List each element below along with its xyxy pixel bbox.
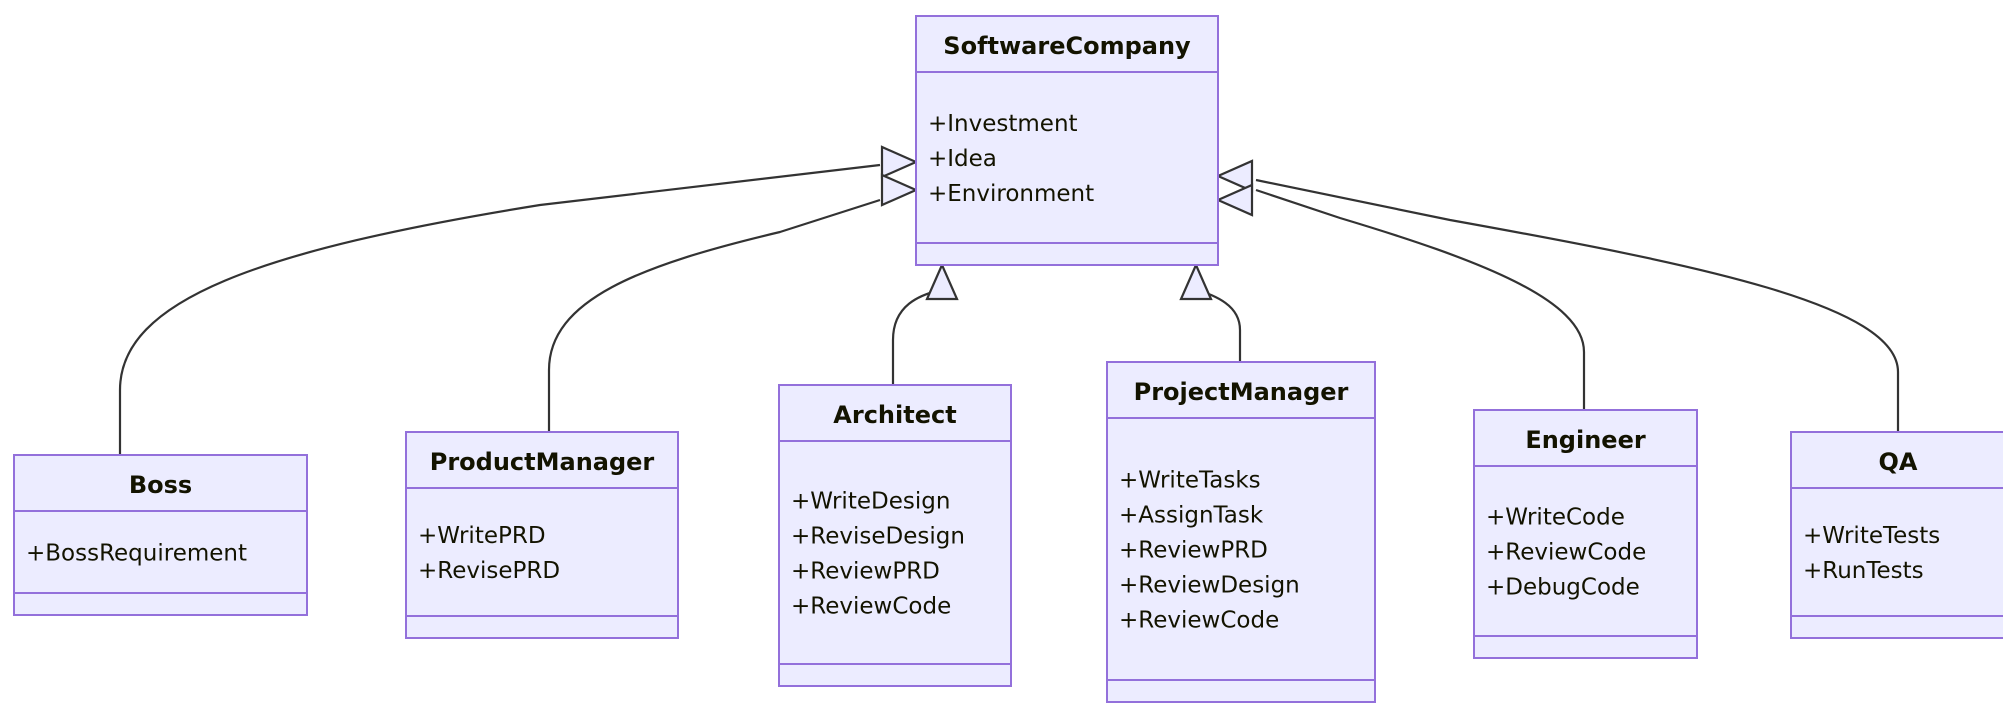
- class-attribute: +WritePRD: [418, 523, 546, 549]
- generalization-arrowhead-icon: [880, 173, 919, 207]
- class-attribute: +ReviewPRD: [1119, 538, 1268, 564]
- class-box[interactable]: [13, 454, 308, 616]
- generalization-arrowhead-icon: [1215, 159, 1254, 193]
- generalization-edge: [891, 262, 959, 385]
- class-attribute: +ReviewCode: [791, 594, 951, 620]
- edge-line: [1255, 178, 1900, 432]
- class-attribute: +WriteTests: [1803, 523, 1940, 549]
- edge-line: [1255, 188, 1586, 410]
- class-box[interactable]: [915, 15, 1219, 266]
- class-box[interactable]: [1473, 409, 1698, 659]
- class-attribute: +RunTests: [1803, 558, 1924, 584]
- generalization-edge: [1179, 262, 1242, 362]
- class-name-label: SoftwareCompany: [943, 32, 1191, 60]
- class-name-label: Engineer: [1525, 426, 1646, 454]
- class-box[interactable]: [405, 431, 679, 639]
- generalization-edge: [1215, 178, 1900, 432]
- edge-line: [118, 163, 881, 455]
- class-attribute: +ReviewCode: [1486, 540, 1646, 566]
- uml-class-qa[interactable]: QA +WriteTests +RunTests: [1790, 431, 2003, 639]
- uml-class-boss[interactable]: Boss +BossRequirement: [13, 454, 308, 616]
- uml-class-project-manager[interactable]: ProjectManager +WriteTasks +AssignTask +Rev…: [1106, 361, 1376, 703]
- uml-class-software-company[interactable]: SoftwareCompany +Investment +Idea +Environm…: [915, 15, 1219, 266]
- class-attribute: +Environment: [928, 181, 1094, 207]
- class-box[interactable]: [1106, 361, 1376, 703]
- generalization-arrowhead-icon: [1179, 262, 1213, 301]
- class-attribute: +ReviewDesign: [1119, 573, 1300, 599]
- class-attribute: +WriteCode: [1486, 505, 1625, 531]
- class-name-label: ProjectManager: [1134, 378, 1349, 406]
- class-attribute: +RevisePRD: [418, 558, 560, 584]
- class-box[interactable]: [1790, 431, 2003, 639]
- generalization-edge: [547, 173, 919, 432]
- uml-class-engineer[interactable]: Engineer +WriteCode +ReviewCode +DebugCode: [1473, 409, 1698, 659]
- uml-class-architect[interactable]: Architect +WriteDesign +ReviseDesign +Revie…: [778, 384, 1012, 687]
- class-attribute: +ReviewPRD: [791, 559, 940, 585]
- class-attribute: +DebugCode: [1486, 575, 1640, 601]
- class-attribute: +Idea: [928, 146, 997, 172]
- class-name-label: QA: [1879, 448, 1918, 476]
- generalization-arrowhead-icon: [925, 262, 959, 301]
- class-attribute: +AssignTask: [1119, 503, 1264, 529]
- class-attribute: +Investment: [928, 111, 1078, 137]
- generalization-edge: [118, 145, 919, 455]
- class-attribute: +ReviseDesign: [791, 524, 965, 550]
- class-attribute: +WriteDesign: [791, 489, 950, 515]
- edge-line: [547, 198, 881, 432]
- class-name-label: Boss: [129, 471, 192, 499]
- edge-line: [1197, 288, 1242, 362]
- generalization-arrowhead-icon: [1215, 183, 1254, 217]
- classes-layer: SoftwareCompany +Investment +Idea +Environm…: [13, 15, 2003, 703]
- class-name-label: Architect: [833, 401, 956, 429]
- class-box[interactable]: [778, 384, 1012, 687]
- class-attribute: +BossRequirement: [26, 541, 247, 567]
- generalization-edge: [1215, 159, 1586, 410]
- edge-line: [891, 288, 941, 385]
- generalization-arrowhead-icon: [880, 145, 919, 179]
- uml-class-product-manager[interactable]: ProductManager +WritePRD +RevisePRD: [405, 431, 679, 639]
- class-name-label: ProductManager: [430, 448, 655, 476]
- class-attribute: +ReviewCode: [1119, 608, 1279, 634]
- edges-layer: [118, 145, 1900, 455]
- class-attribute: +WriteTasks: [1119, 468, 1261, 494]
